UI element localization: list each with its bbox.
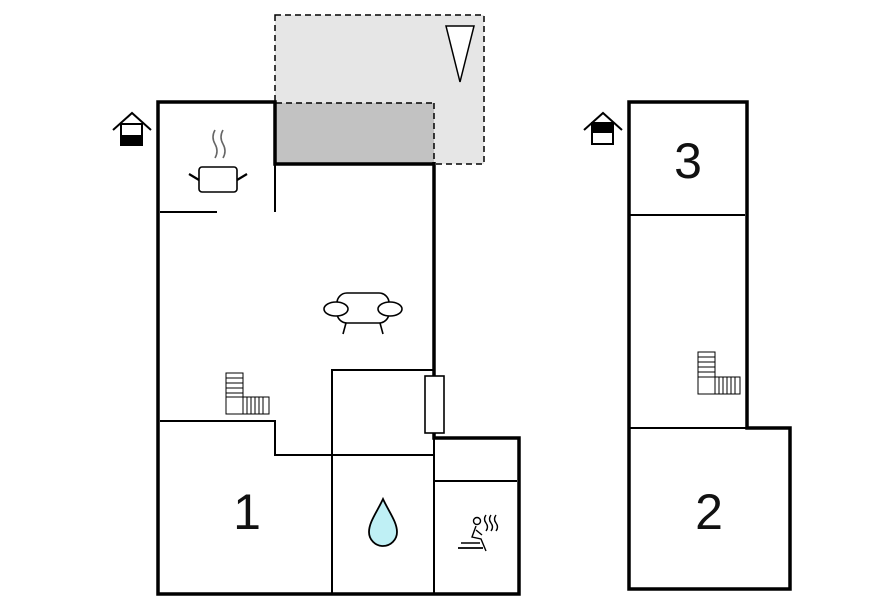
- room-number-1: 1: [233, 484, 261, 540]
- house-upper-floor-icon: [583, 111, 623, 145]
- ground-floor: [156, 100, 521, 596]
- north-arrow-icon: [445, 25, 475, 83]
- house-ground-floor-icon: [112, 111, 152, 146]
- kitchen-pot-icon: [188, 129, 248, 193]
- sauna-icon: [458, 514, 499, 552]
- stairs-icon: [697, 351, 741, 395]
- stairs-icon: [225, 372, 270, 415]
- bathroom-water-drop-icon: [368, 496, 398, 547]
- sofa-icon: [323, 292, 403, 335]
- room-number-3: 3: [674, 133, 702, 189]
- upper-floor: [627, 100, 792, 591]
- stove-icon: [424, 375, 445, 434]
- room-number-2: 2: [695, 484, 723, 540]
